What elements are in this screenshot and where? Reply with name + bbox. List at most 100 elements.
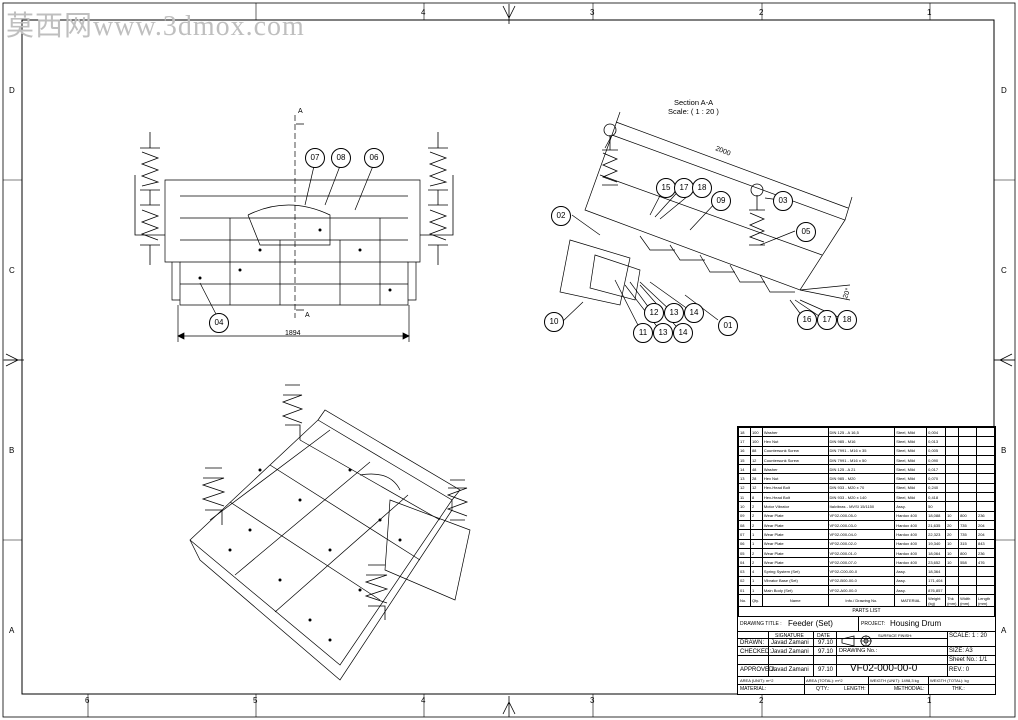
- parts-cell-info: VF02-A00-00-0: [827, 585, 896, 596]
- parts-cell-no: 05: [738, 547, 751, 559]
- parts-cell-width: 735: [958, 529, 977, 540]
- checked-label: CHECKED:: [740, 649, 772, 655]
- drawing-title: Feeder (Set): [788, 619, 833, 628]
- parts-cell-info: VF02-C00-00-0: [827, 566, 896, 577]
- parts-cell-no: 16: [738, 445, 751, 456]
- parts-cell-weight: 876,857: [926, 585, 947, 596]
- parts-cell-length: [975, 426, 996, 438]
- parts-cell-material: Hardox 400: [894, 557, 928, 568]
- projection-symbol-icon: [841, 635, 872, 647]
- zone-top-4: 4: [421, 8, 426, 17]
- parts-cell-width: [958, 445, 977, 456]
- qty-label: Q'TY.:: [816, 686, 830, 692]
- drawn-label: DRAWN:: [740, 640, 765, 646]
- parts-cell-no: 10: [738, 501, 751, 512]
- parts-cell-length: [975, 464, 996, 475]
- parts-cell-width: [958, 454, 977, 466]
- section-mark-top: A: [298, 108, 303, 115]
- parts-cell-qty: 12: [749, 454, 763, 466]
- parts-cell-length: [975, 445, 996, 456]
- balloon-04: 04: [209, 313, 229, 333]
- parts-cell-weight: 0,090: [926, 454, 947, 466]
- parts-cell-name: Countersunk Screw: [761, 454, 829, 466]
- parts-cell-material: Assy.: [894, 585, 928, 596]
- parts-cell-weight: 0,005: [926, 445, 947, 456]
- section-mark-bottom: A: [305, 312, 310, 319]
- parts-cell-length: 236: [975, 547, 996, 559]
- parts-cell-width: 800: [958, 547, 977, 559]
- parts-cell-thk: [945, 492, 960, 503]
- zone-right-b: B: [1001, 446, 1007, 455]
- parts-cell-length: [975, 501, 996, 512]
- parts-cell-weight: 18,364: [926, 566, 947, 577]
- zone-bottom-2: 2: [759, 696, 764, 705]
- section-title: Section A-A: [674, 98, 714, 107]
- zone-bottom-3: 3: [590, 696, 595, 705]
- balloon-17-lower: 17: [817, 310, 837, 330]
- parts-cell-no: 07: [738, 529, 751, 540]
- isometric-view: [189, 384, 471, 681]
- checked-date: 97.10: [818, 649, 834, 655]
- parts-cell-name: Hex-Head Bolt: [761, 492, 829, 503]
- parts-cell-material: Hardox 400: [894, 510, 928, 521]
- parts-cell-material: Steel, Mild: [894, 492, 928, 503]
- parts-cell-info: DIN 933 - M20 x 70: [827, 482, 896, 494]
- zone-right-c: C: [1001, 266, 1007, 275]
- sheet-value: Sheet No.: 1/1: [949, 657, 988, 663]
- zone-bottom-1: 1: [927, 696, 932, 705]
- balloon-07: 07: [305, 148, 325, 168]
- parts-cell-name: Vibrator Base (Set): [761, 575, 829, 587]
- parts-cell-material: Hardox 400: [894, 538, 928, 549]
- balloon-12: 12: [644, 303, 664, 323]
- section-view: [559, 111, 853, 334]
- parts-cell-thk: [945, 501, 960, 512]
- balloon-02: 02: [551, 206, 571, 226]
- parts-header-width: Width (mm): [958, 594, 977, 608]
- parts-cell-length: [975, 473, 996, 484]
- parts-cell-width: [958, 436, 977, 447]
- zone-top-3: 3: [590, 8, 595, 17]
- parts-cell-width: [958, 501, 977, 512]
- parts-cell-width: [958, 575, 977, 587]
- balloon-14-lower: 14: [673, 323, 693, 343]
- parts-cell-length: [975, 454, 996, 466]
- parts-cell-no: 01: [738, 585, 751, 596]
- parts-cell-material: Steel, Mild: [894, 464, 928, 475]
- parts-cell-no: 14: [738, 464, 751, 475]
- approved-by: Javad Zamani: [771, 667, 809, 673]
- parts-cell-width: [958, 482, 977, 494]
- parts-cell-width: 558: [958, 557, 977, 568]
- balloon-17: 17: [674, 178, 694, 198]
- parts-cell-weight: 0,004: [926, 426, 947, 438]
- parts-cell-info: VF02-000-03-0: [827, 519, 896, 531]
- parts-cell-info: DIN 7991 - M16 x 50: [827, 454, 896, 466]
- parts-cell-length: 843: [975, 538, 996, 549]
- parts-cell-no: 06: [738, 538, 751, 549]
- parts-cell-qty: 2: [749, 547, 763, 559]
- parts-header-qty: Qty.: [749, 594, 763, 608]
- parts-cell-material: Steel, Mild: [894, 436, 928, 447]
- parts-cell-no: 04: [738, 557, 751, 568]
- parts-cell-name: Main Body (Set): [761, 585, 829, 596]
- parts-cell-name: Wear Plate: [761, 557, 829, 568]
- parts-cell-qty: 88: [749, 445, 763, 456]
- scale-value: SCALE: 1 : 20: [949, 633, 988, 639]
- zone-right-d: D: [1001, 86, 1007, 95]
- parts-header-thk: Thk (mm): [945, 594, 960, 608]
- parts-cell-qty: 1: [749, 585, 763, 596]
- date-label: DATE: [817, 633, 830, 639]
- project-label: PROJECT:: [861, 621, 886, 627]
- parts-list-title-row: PARTS LIST: [738, 606, 995, 617]
- parts-cell-no: 08: [738, 519, 751, 531]
- parts-cell-width: [958, 473, 977, 484]
- parts-cell-qty: 1: [749, 538, 763, 549]
- parts-cell-width: 315: [958, 538, 977, 549]
